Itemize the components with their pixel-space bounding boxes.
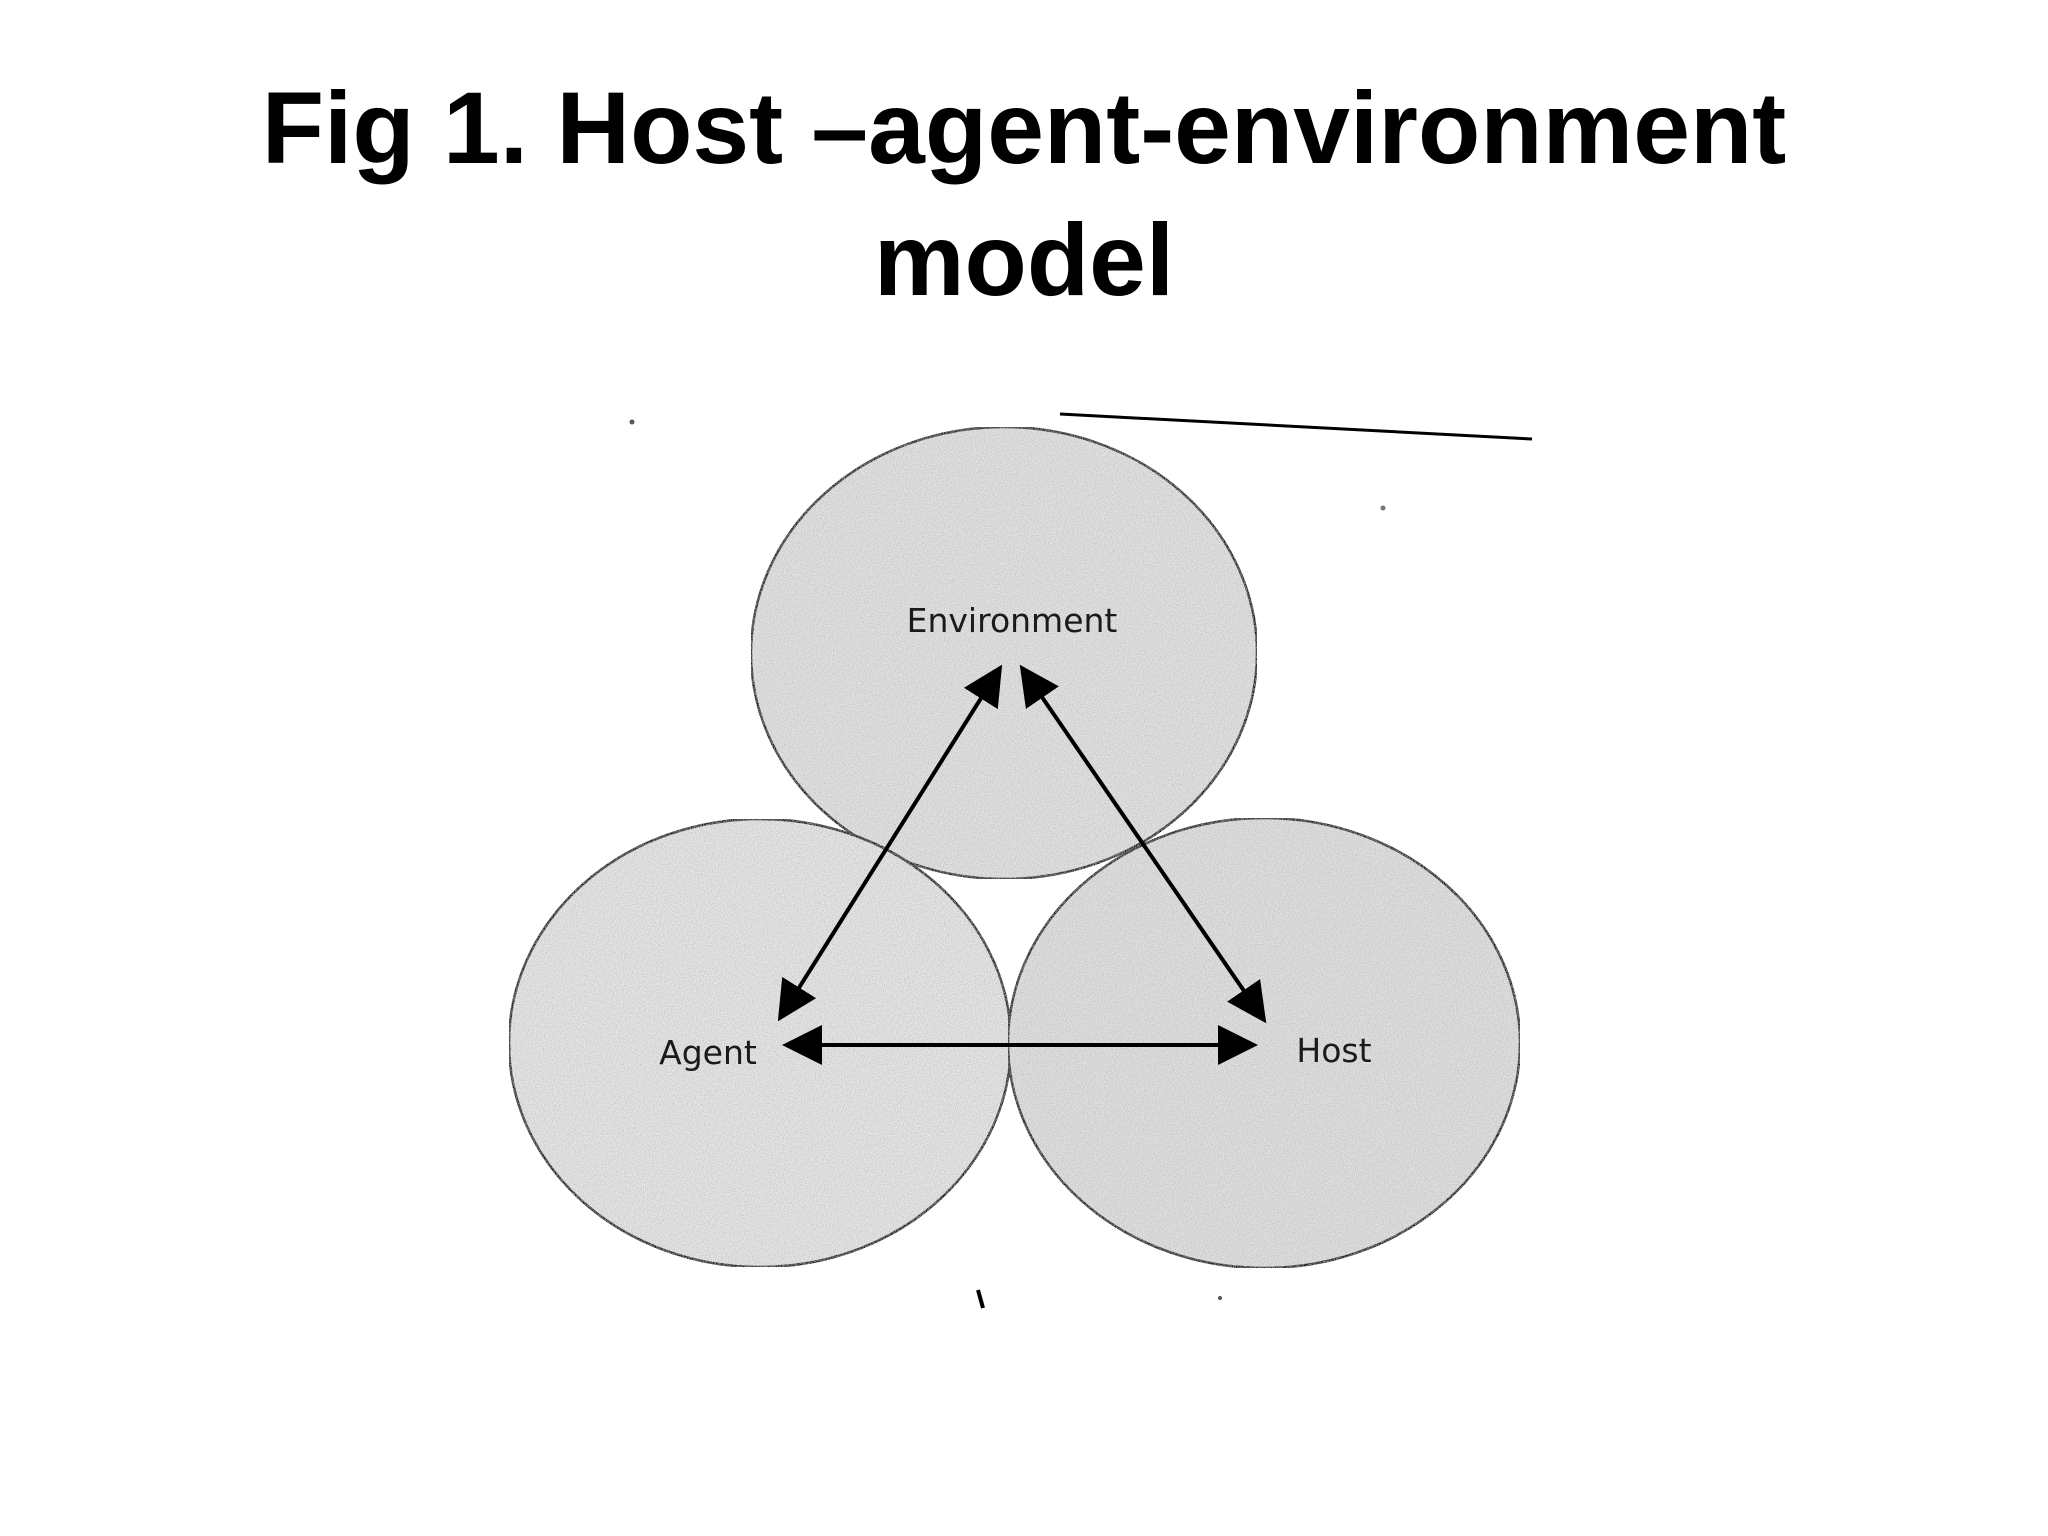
scan-mark [976,1289,985,1309]
scan-artifact-line [1059,412,1533,441]
title-line-2: model [873,203,1175,317]
scan-dot [1218,1296,1222,1300]
slide-title: Fig 1. Host –agent-environment model [0,62,2048,326]
title-line-1: Fig 1. Host –agent-environment [261,71,1787,185]
host-label: Host [1296,1031,1371,1070]
arrow-environment-host [1019,664,1267,1024]
scan-dot [1380,505,1386,511]
agent-label: Agent [659,1033,757,1072]
environment-circle [749,425,1259,881]
scan-dot [629,419,635,425]
arrow-environment-agent [777,664,1003,1022]
environment-label: Environment [907,601,1118,640]
